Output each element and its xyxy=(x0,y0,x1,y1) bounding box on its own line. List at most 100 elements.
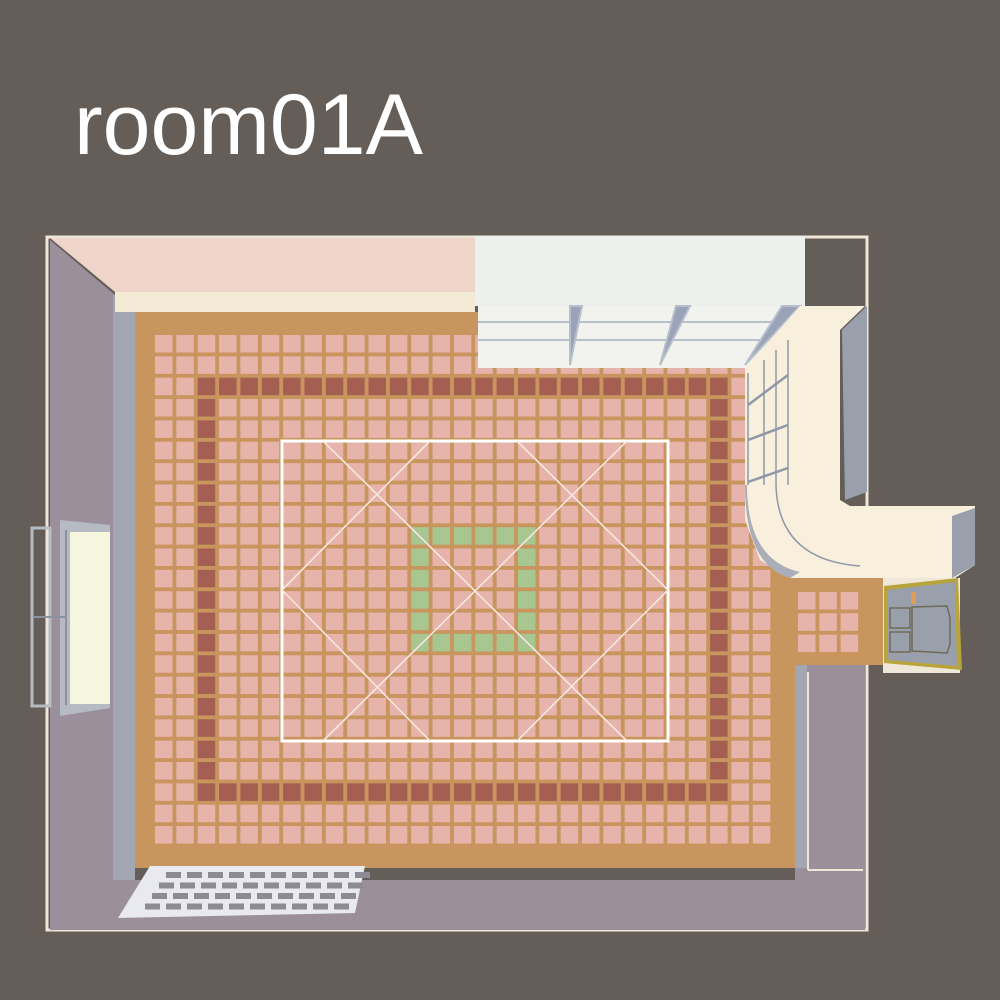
floor-tile xyxy=(539,633,557,652)
floor-tile xyxy=(176,591,194,609)
floor-tile xyxy=(624,463,643,481)
floor-tile xyxy=(453,676,472,695)
floor-tile xyxy=(453,441,472,460)
floor-tile xyxy=(475,569,493,588)
floor-tile xyxy=(240,719,258,737)
floor-tile xyxy=(155,591,173,609)
floor-tile xyxy=(155,569,173,588)
floor-tile xyxy=(539,591,557,609)
alcove-tile xyxy=(840,613,859,631)
floor-tile xyxy=(731,762,749,780)
border-tile xyxy=(197,463,216,481)
border-tile xyxy=(710,420,728,438)
floor-tile xyxy=(283,441,301,460)
floor-tile xyxy=(539,505,557,524)
floor-tile xyxy=(176,655,194,673)
floor-tile xyxy=(261,527,280,545)
floor-tile xyxy=(432,612,451,631)
alcove-tile xyxy=(798,592,816,610)
floor-tile xyxy=(752,697,771,716)
floor-tile xyxy=(496,399,515,417)
border-tile xyxy=(325,783,344,801)
border-tile xyxy=(197,655,216,673)
floor-tile xyxy=(176,719,194,737)
floor-tile xyxy=(197,356,216,374)
floor-tile xyxy=(304,676,322,695)
floor-tile xyxy=(667,463,685,481)
floor-tile xyxy=(283,697,301,716)
floor-tile xyxy=(389,399,408,417)
floor-tile xyxy=(603,762,621,780)
floor-tile xyxy=(325,441,344,460)
floor-tile xyxy=(261,591,280,609)
floor-tile xyxy=(283,655,301,673)
grate-slot xyxy=(159,882,174,889)
floor-tile xyxy=(560,399,579,417)
floor-tile xyxy=(347,826,365,844)
floor-tile xyxy=(325,356,344,374)
floor-tile xyxy=(283,399,301,417)
floor-tile xyxy=(219,463,237,481)
floor-tile xyxy=(389,719,408,737)
floor-tile xyxy=(453,356,472,374)
floor-tile xyxy=(240,399,258,417)
floor-tile xyxy=(325,740,344,759)
floor-tile xyxy=(453,655,472,673)
floor-tile xyxy=(688,463,707,481)
floor-tile xyxy=(219,826,237,844)
alcove-tile xyxy=(798,634,816,653)
floor-tile xyxy=(368,505,386,524)
floor-tile xyxy=(389,676,408,695)
floor-tile xyxy=(389,441,408,460)
floor-tile xyxy=(688,484,707,502)
floor-tile xyxy=(560,569,579,588)
floor-tile xyxy=(283,484,301,502)
floor-tile xyxy=(325,548,344,566)
right-door[interactable] xyxy=(883,578,962,673)
floor-tile xyxy=(240,527,258,545)
floor-tile xyxy=(155,441,173,460)
floor-tile xyxy=(624,762,643,780)
grate-slot xyxy=(299,893,314,899)
border-tile xyxy=(710,633,728,652)
floor-tile xyxy=(347,463,365,481)
left-window[interactable] xyxy=(30,520,110,716)
floor-tile xyxy=(283,826,301,844)
alcove-tile xyxy=(819,613,837,631)
floor-tile xyxy=(603,612,621,631)
floor-tile xyxy=(475,441,493,460)
border-tile xyxy=(197,548,216,566)
floor-tile xyxy=(176,484,194,502)
floor-tile xyxy=(261,569,280,588)
border-tile xyxy=(432,783,451,801)
grate-slot xyxy=(278,893,293,899)
floor-tile xyxy=(432,569,451,588)
floor-tile xyxy=(603,740,621,759)
floor-tile xyxy=(368,569,386,588)
floor-tile xyxy=(411,420,429,438)
floor-tile xyxy=(325,612,344,631)
floor-tile xyxy=(603,676,621,695)
floor-tile xyxy=(155,655,173,673)
alcove-tile xyxy=(819,634,837,653)
floor-tile xyxy=(624,676,643,695)
floor-tile xyxy=(325,335,344,353)
floor-tile xyxy=(688,655,707,673)
floor-tile xyxy=(475,719,493,737)
floor-tile xyxy=(261,697,280,716)
floor-tile xyxy=(283,569,301,588)
floor-tile xyxy=(176,612,194,631)
floor-tile xyxy=(453,548,472,566)
floor-tile xyxy=(240,569,258,588)
floor-tile xyxy=(517,463,536,481)
floor-tile xyxy=(240,505,258,524)
floor-tile xyxy=(347,591,365,609)
floor-tile xyxy=(560,740,579,759)
floor-tile xyxy=(667,826,685,844)
grate-slot xyxy=(292,903,307,910)
floor-tile xyxy=(304,740,322,759)
floor-tile xyxy=(475,804,493,823)
border-tile xyxy=(710,377,728,396)
border-tile xyxy=(603,377,621,396)
floor-tile xyxy=(304,335,322,353)
